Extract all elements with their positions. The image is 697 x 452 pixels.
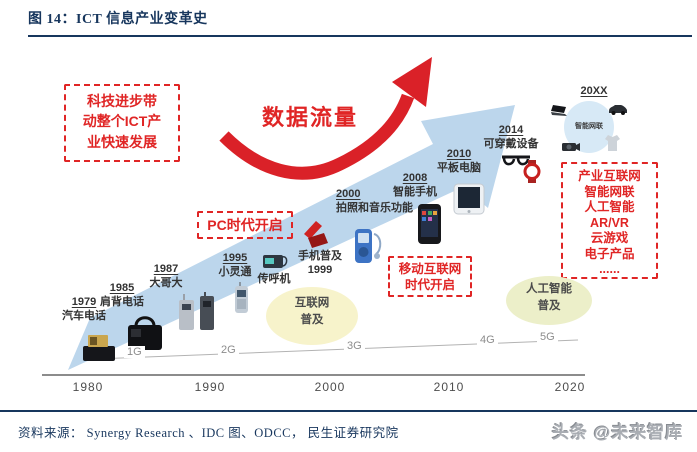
- milestone-year: 1979: [71, 296, 97, 308]
- milestone-year: 2000: [336, 188, 361, 200]
- milestone-label: 传呼机: [257, 273, 291, 285]
- laptop-icon: [551, 105, 567, 116]
- milestone-2008: 2008 智能手机: [390, 171, 440, 200]
- axis-year-2000: 2000: [314, 380, 346, 394]
- milestone-label: 可穿戴设备: [483, 138, 539, 151]
- car-icon: [609, 105, 627, 115]
- milestone-label: 拍照和音乐功能: [336, 202, 413, 215]
- milestone-year: 2014: [498, 124, 524, 136]
- milestone-year: 1999: [307, 264, 333, 277]
- data-traffic-arrowhead-icon: [392, 57, 432, 107]
- milestone-label: 汽车电话: [62, 310, 106, 323]
- milestone-year: 1985: [109, 282, 135, 294]
- pc-era-callout: PC时代开启: [197, 211, 293, 239]
- mobile-era-callout: 移动互联网 时代开启: [388, 256, 472, 297]
- ai-spread-ellipse: 人工智能 普及: [506, 276, 592, 325]
- future-tech-callout: 产业互联网 智能网联 人工智能 AR/VR 云游戏 电子产品 ......: [561, 162, 658, 279]
- milestone-label: 手机普及: [298, 250, 342, 262]
- mp3-player-icon: [355, 229, 382, 263]
- milestone-pager: 传呼机: [252, 272, 296, 286]
- milestone-year: 1995: [222, 252, 248, 264]
- phs-phone-icon: [235, 282, 248, 313]
- tech-progress-callout: 科技进步带 动整个ICT产 业快速发展: [64, 84, 180, 162]
- tablet-icon: [453, 183, 485, 215]
- milestone-2014: 2014 可穿戴设备: [483, 123, 539, 152]
- milestone-year: 20XX: [580, 85, 608, 97]
- flip-phone-icon: [304, 221, 328, 248]
- milestone-label: 平板电脑: [437, 162, 481, 175]
- axis-year-1990: 1990: [194, 380, 226, 394]
- milestone-year: 1987: [153, 263, 179, 275]
- milestone-year: 2010: [446, 148, 472, 160]
- milestone-label: 智能手机: [393, 186, 437, 199]
- milestone-label: 肩背电话: [100, 296, 144, 309]
- milestone-1985: 1985 肩背电话: [97, 281, 147, 310]
- generation-5g: 5G: [537, 331, 558, 343]
- milestone-20xx: 20XX: [574, 84, 614, 98]
- milestone-2010: 2010 平板电脑: [434, 147, 484, 176]
- data-traffic-curve: [219, 93, 415, 180]
- brick-phone-icon: [179, 292, 214, 330]
- milestone-1995: 1995 小灵通: [210, 251, 260, 280]
- generation-2g: 2G: [218, 344, 239, 356]
- smart-glasses-icon: [502, 155, 530, 166]
- generation-line: [94, 339, 579, 360]
- milestone-year: 2008: [402, 172, 428, 184]
- data-traffic-label: 数据流量: [262, 105, 359, 130]
- title-rule: [28, 35, 692, 37]
- smartwatch-icon: [523, 160, 541, 183]
- source-note: 资料来源： Synergy Research 、IDC 图、ODCC， 民生证券…: [18, 426, 399, 440]
- generation-4g: 4G: [477, 334, 498, 346]
- milestone-label: 大哥大: [149, 277, 183, 290]
- milestone-1979: 1979 汽车电话: [59, 295, 109, 324]
- clothing-icon: [605, 135, 620, 151]
- axis-year-1980: 1980: [72, 380, 104, 394]
- watermark: 头条 @未来智库: [552, 423, 684, 442]
- milestone-1999: 手机普及 1999: [292, 249, 348, 278]
- milestone-label: 小灵通: [218, 266, 252, 279]
- axis-year-2010: 2010: [433, 380, 465, 394]
- pager-icon: [263, 255, 288, 268]
- generation-3g: 3G: [344, 340, 365, 352]
- milestone-2000: 2000 拍照和音乐功能: [336, 187, 413, 216]
- generation-1g: 1G: [124, 346, 145, 358]
- car-phone-icon: [83, 335, 115, 361]
- footer-rule: [0, 410, 697, 412]
- camera-icon: [562, 143, 580, 151]
- bag-phone-icon: [128, 316, 162, 350]
- figure-title: 图 14：ICT 信息产业变革史: [28, 12, 208, 27]
- axis-year-2020: 2020: [554, 380, 586, 394]
- smartphone-icon: [418, 204, 441, 244]
- milestone-1987: 1987 大哥大: [141, 262, 191, 291]
- internet-spread-ellipse: 互联网 普及: [266, 287, 358, 345]
